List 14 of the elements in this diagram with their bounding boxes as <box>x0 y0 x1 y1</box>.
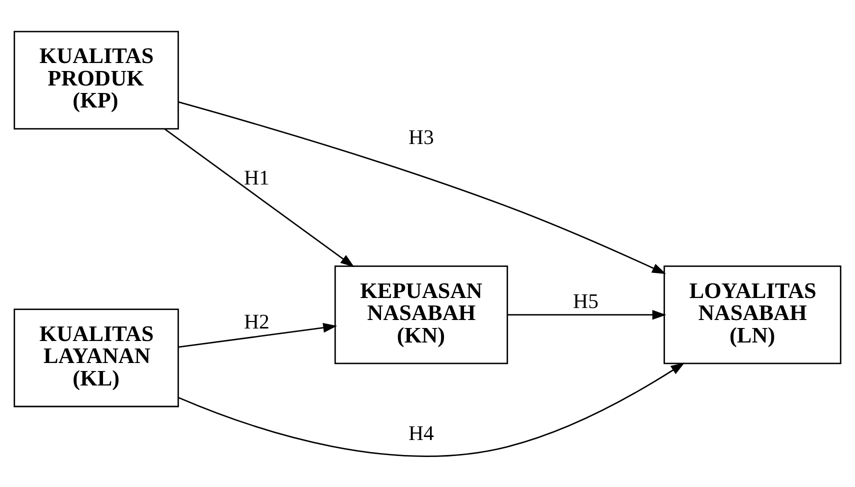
node-box: KUALITAS LAYANAN (KL) <box>14 308 179 407</box>
arrow <box>508 309 666 320</box>
arrow <box>178 100 666 274</box>
arrow <box>178 362 685 456</box>
edge-label: H4 <box>408 420 434 444</box>
node-box: KEPUASAN NASABAH (KN) <box>334 265 508 364</box>
arrow <box>178 322 338 348</box>
edge-label: H1 <box>244 164 270 189</box>
edge-label: H3 <box>408 124 434 149</box>
node-box: LOYALITAS NASABAH (LN) <box>664 265 842 364</box>
edge-label: H5 <box>573 288 599 312</box>
arrow <box>164 128 354 267</box>
edge-label: H2 <box>244 309 270 334</box>
node-box: KUALITAS PRODUK (KP) <box>14 30 179 129</box>
